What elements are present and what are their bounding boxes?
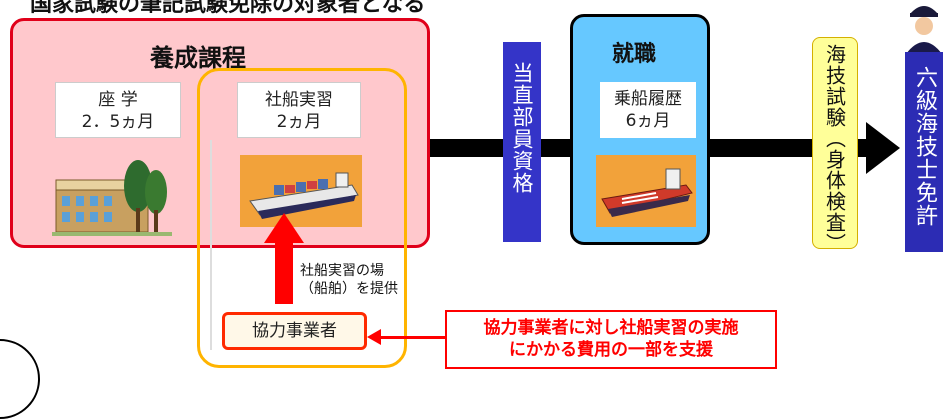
container-ship-illustration bbox=[240, 155, 362, 227]
header-title: 国家試験の筆記試験免除の対象者となる bbox=[30, 0, 426, 17]
onboard-training-label: 社船実習 bbox=[265, 90, 333, 110]
subsidy-note-line1: 協力事業者に対し社船実習の実施 bbox=[483, 318, 739, 338]
corner-decoration bbox=[0, 339, 40, 419]
school-building-illustration bbox=[52, 160, 172, 236]
partner-company-box: 協力事業者 bbox=[222, 312, 367, 350]
onboard-training-duration: 2ヵ月 bbox=[276, 112, 322, 132]
watch-rating-label: 当直部員資格 bbox=[510, 62, 534, 194]
main-flow-arrowhead bbox=[866, 122, 900, 174]
maritime-exam-box: 海技試験（身体検査） bbox=[812, 37, 858, 254]
subsidy-note-line2: にかかる費用の一部を支援 bbox=[509, 340, 713, 360]
employment-title: 就職 bbox=[612, 42, 657, 67]
provide-arrow bbox=[275, 240, 293, 304]
provide-label-line1: 社船実習の場 bbox=[300, 263, 384, 279]
onboard-training-box: 社船実習 2ヵ月 bbox=[237, 82, 361, 138]
provide-label-line2: （船舶）を提供 bbox=[300, 281, 398, 297]
sea-service-label: 乗船履歴 bbox=[614, 89, 682, 109]
connector-line bbox=[210, 140, 212, 350]
provide-arrowhead bbox=[264, 213, 304, 243]
license-label: 六級海技士免許 bbox=[912, 66, 937, 227]
subsidy-note-box: 協力事業者に対し社船実習の実施 にかかる費用の一部を支援 bbox=[445, 310, 777, 369]
training-course-title: 養成課程 bbox=[150, 44, 246, 72]
sea-service-duration: 6ヵ月 bbox=[625, 111, 671, 131]
officer-figure-icon bbox=[906, 6, 942, 54]
classroom-label: 座 学 bbox=[98, 90, 138, 110]
sixth-grade-license: 六級海技士免許 bbox=[905, 52, 943, 252]
provide-vessel-label: 社船実習の場 （船舶）を提供 bbox=[300, 262, 398, 298]
onboard-training-frame bbox=[197, 68, 407, 368]
watch-rating-qualification: 当直部員資格 bbox=[503, 42, 541, 242]
classroom-duration: 2．5ヵ月 bbox=[81, 112, 155, 132]
tanker-ship-illustration bbox=[596, 155, 696, 227]
maritime-exam-label: 海技試験（身体検査） bbox=[822, 44, 847, 254]
support-arrow bbox=[380, 336, 448, 339]
classroom-box: 座 学 2．5ヵ月 bbox=[55, 82, 181, 138]
support-arrowhead bbox=[367, 329, 381, 345]
sea-service-box: 乗船履歴 6ヵ月 bbox=[600, 82, 696, 138]
